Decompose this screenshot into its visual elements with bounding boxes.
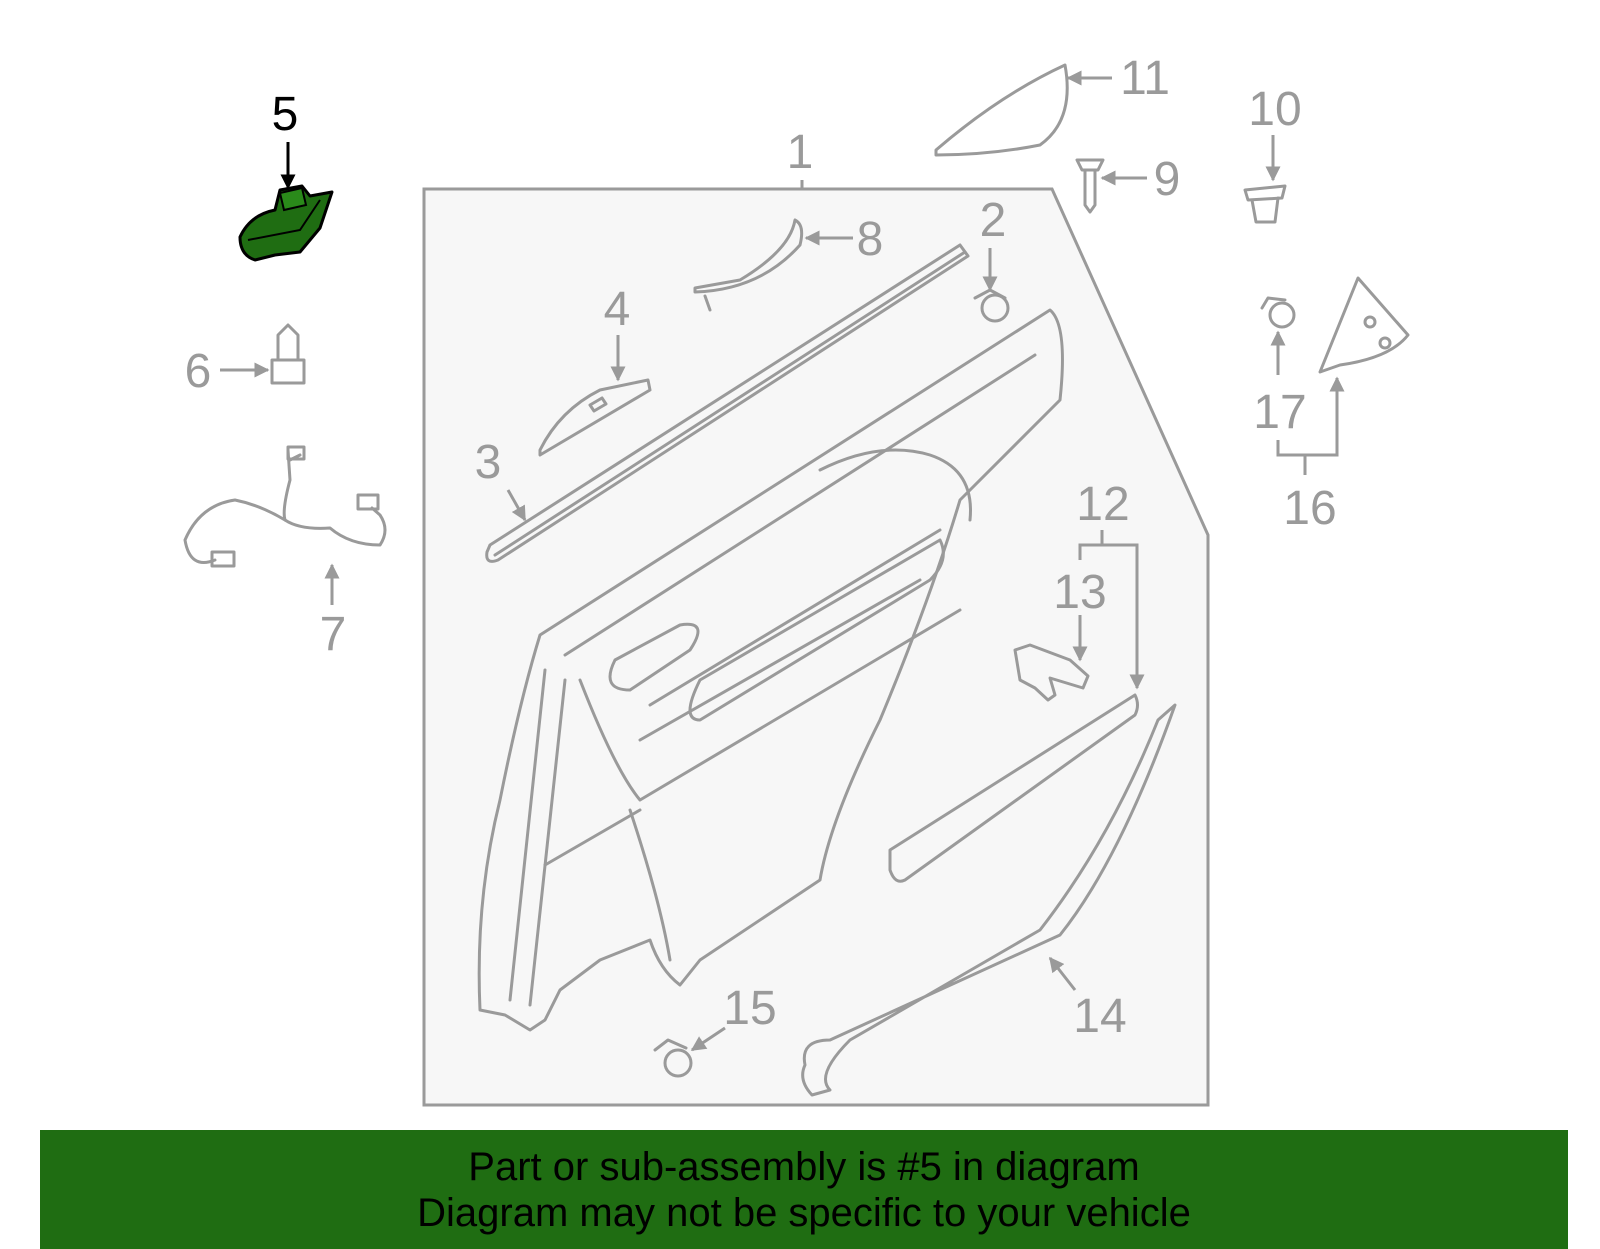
callout-6: 6 <box>185 345 212 398</box>
switch-bezel <box>538 378 652 457</box>
callout-15: 15 <box>723 982 776 1035</box>
screw-6 <box>270 323 306 385</box>
callout-5: 5 <box>272 88 299 141</box>
callout-8: 8 <box>857 213 884 266</box>
banner-line-part: Part or sub-assembly is #5 in diagram <box>468 1144 1140 1189</box>
callout-10: 10 <box>1248 83 1301 136</box>
part-info-banner: Part or sub-assembly is #5 in diagram Di… <box>40 1130 1568 1249</box>
callout-14: 14 <box>1073 990 1126 1043</box>
trim-strip-12 <box>888 693 1139 883</box>
clip-17 <box>1260 296 1296 329</box>
callout-16: 16 <box>1283 482 1336 535</box>
callout-7: 7 <box>320 608 347 661</box>
garnish-trim <box>934 63 1069 157</box>
wiring-harness <box>183 445 387 568</box>
bracket-16 <box>1318 276 1410 374</box>
callout-17: 17 <box>1253 386 1306 439</box>
screw-9 <box>1075 158 1105 214</box>
callout-3: 3 <box>475 436 502 489</box>
callout-13: 13 <box>1053 566 1106 619</box>
nut-10 <box>1243 184 1287 224</box>
callout-11: 11 <box>1120 52 1170 105</box>
callout-2: 2 <box>980 194 1007 247</box>
callout-4: 4 <box>604 283 631 336</box>
scuff-plate-14 <box>801 703 1177 1097</box>
callout-9: 9 <box>1154 153 1181 206</box>
belt-weatherstrip <box>485 243 970 563</box>
door-trim-panel <box>477 308 1064 1032</box>
pull-handle <box>693 218 804 312</box>
highlighted-part-5 <box>238 184 334 262</box>
parts-diagram: 1 2 3 4 5 6 7 8 9 10 11 12 13 14 15 16 1… <box>183 52 1410 1107</box>
clip-15 <box>653 1038 693 1078</box>
callout-12: 12 <box>1076 478 1129 531</box>
clip-13 <box>1013 643 1090 702</box>
callout-1: 1 <box>787 126 814 179</box>
banner-line-disclaimer: Diagram may not be specific to your vehi… <box>417 1190 1191 1235</box>
